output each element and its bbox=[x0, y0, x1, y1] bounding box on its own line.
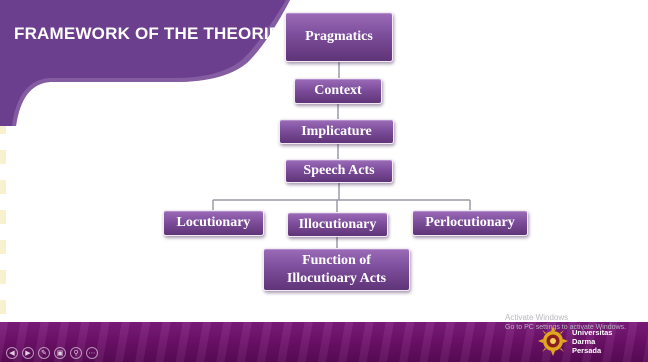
university-logo-icon bbox=[538, 326, 568, 356]
node-locutionary: Locutionary bbox=[163, 210, 264, 236]
node-illocutionary: Illocutionary bbox=[287, 212, 388, 237]
node-implicature-label: Implicature bbox=[301, 123, 372, 139]
node-function-of-illocutionary-acts: Function of Illocutioary Acts bbox=[263, 248, 410, 291]
more-icon[interactable]: ⋯ bbox=[86, 347, 98, 359]
next-icon[interactable]: ▶ bbox=[22, 347, 34, 359]
footer-band bbox=[0, 322, 648, 362]
university-name-line2: Darma bbox=[572, 337, 596, 346]
watermark-line1: Activate Windows bbox=[505, 313, 569, 322]
watermark-line2: Go to PC settings to activate Windows. bbox=[505, 324, 626, 331]
node-implicature: Implicature bbox=[279, 119, 394, 144]
node-function-label-line1: Function of bbox=[302, 253, 371, 268]
zoom-icon[interactable]: ⚲ bbox=[70, 347, 82, 359]
activate-windows-watermark: Activate Windows Go to PC settings to ac… bbox=[505, 313, 626, 333]
node-pragmatics-label: Pragmatics bbox=[305, 29, 373, 44]
node-locutionary-label: Locutionary bbox=[176, 215, 251, 230]
node-pragmatics: Pragmatics bbox=[285, 12, 393, 62]
page-title: FRAMEWORK OF THE THEORIES bbox=[14, 24, 292, 43]
pen-icon[interactable]: ✎ bbox=[38, 347, 50, 359]
university-name-line3: Persada bbox=[572, 346, 602, 355]
slideshow-controls: ◀ ▶ ✎ ▣ ⚲ ⋯ bbox=[6, 347, 98, 359]
previous-icon[interactable]: ◀ bbox=[6, 347, 18, 359]
university-name: Universitas Darma Persada bbox=[572, 328, 612, 355]
node-perlocutionary-label: Perlocutionary bbox=[425, 215, 515, 230]
node-function-label-line2: Illocutioary Acts bbox=[286, 270, 387, 286]
diagram-connectors bbox=[212, 62, 471, 248]
node-speech-acts-label: Speech Acts bbox=[303, 163, 375, 178]
node-illocutionary-label: Illocutionary bbox=[298, 216, 377, 232]
university-name-line1: Universitas bbox=[572, 328, 613, 337]
node-perlocutionary: Perlocutionary bbox=[412, 210, 528, 236]
edge-decoration bbox=[0, 0, 6, 322]
slides-icon[interactable]: ▣ bbox=[54, 347, 66, 359]
footer-texture bbox=[0, 322, 648, 362]
node-speech-acts: Speech Acts bbox=[285, 159, 393, 183]
node-context: Context bbox=[294, 78, 382, 104]
node-context-label: Context bbox=[314, 83, 362, 98]
title-banner bbox=[0, 0, 290, 126]
